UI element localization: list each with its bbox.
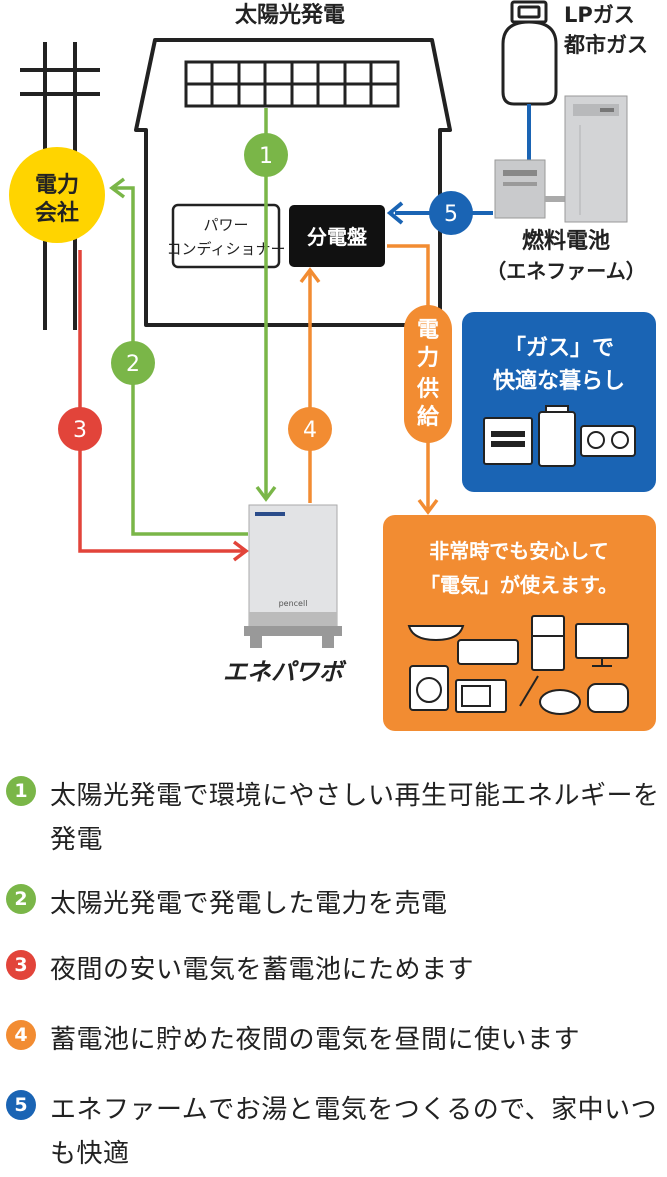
refrigerator-icon <box>531 615 565 671</box>
svg-text:「ガス」で: 「ガス」で <box>504 336 614 361</box>
battery-unit-icon: pencell <box>244 504 342 648</box>
emergency-power-box: 非常時でも安心して 「電気」が使えます。 <box>383 515 656 731</box>
arrow-5-fuelcell-to-board: 5 <box>386 191 493 235</box>
boiler-icon <box>538 405 576 467</box>
washing-machine-icon <box>409 665 449 711</box>
solar-panel <box>184 60 400 108</box>
fuel-cell-label: 燃料電池 <box>522 228 610 254</box>
legend-number-badge: 2 <box>6 884 36 914</box>
power-conditioner-box: パワー コンディショナー <box>167 203 286 269</box>
svg-text:4: 4 <box>303 418 317 443</box>
svg-text:電力: 電力 <box>35 173 79 198</box>
legend-number-badge: 3 <box>6 950 36 980</box>
gas-cylinder-icon <box>501 0 558 106</box>
arrow-4-daytime-use: 4 <box>288 267 332 503</box>
fuel-cell-sublabel: （エネファーム） <box>486 259 645 283</box>
svg-text:3: 3 <box>73 418 87 443</box>
vacuum-cleaner-icon <box>519 675 581 715</box>
svg-text:「電気」が使えます。: 「電気」が使えます。 <box>420 573 618 597</box>
svg-text:2: 2 <box>126 352 140 377</box>
gas-label-city: 都市ガス <box>563 33 648 57</box>
legend-text: 蓄電池に貯めた夜間の電気を昼間に使います <box>50 1025 581 1055</box>
diagram-title: 太陽光発電 <box>235 3 345 28</box>
tv-icon <box>575 623 629 667</box>
svg-text:非常時でも安心して: 非常時でも安心して <box>429 539 608 563</box>
svg-text:コンディショナー: コンディショナー <box>167 240 286 258</box>
svg-text:5: 5 <box>444 202 458 227</box>
arrow-1-solar-to-battery: 1 <box>244 108 288 502</box>
legend-number-badge: 1 <box>6 776 36 806</box>
battery-brand-logo: エネパワボ <box>223 658 347 686</box>
gas-stove-icon <box>580 425 636 457</box>
ceiling-light-icon <box>407 625 465 642</box>
legend-text: 太陽光発電で環境にやさしい再生可能エネルギーを発電 <box>50 781 660 855</box>
rice-cooker-icon <box>587 683 629 713</box>
legend-number-badge: 5 <box>6 1090 36 1120</box>
fuel-cell-unit-icon <box>494 95 628 223</box>
legend-text: 太陽光発電で発電した電力を売電 <box>50 889 448 919</box>
microwave-icon <box>455 679 507 713</box>
air-conditioner-icon <box>457 639 519 665</box>
power-supply-label-1: 電 <box>417 318 439 343</box>
legend-text: エネファームでお湯と電気をつくるので、家中いつも快適 <box>50 1095 658 1169</box>
legend-text: 夜間の安い電気を蓄電池にためます <box>50 955 475 985</box>
arrow-3-night-charge: 3 <box>58 250 249 562</box>
power-supply-label-2: 力 <box>417 346 439 371</box>
distribution-board-box: 分電盤 <box>289 205 385 267</box>
power-supply-label-3: 供 <box>416 376 439 402</box>
battery-small-label: pencell <box>279 599 308 608</box>
legend-number-badge: 4 <box>6 1020 36 1050</box>
power-company-badge: 電力 会社 <box>9 147 105 243</box>
power-supply-label-4: 給 <box>417 404 440 430</box>
svg-text:快適な暮らし: 快適な暮らし <box>493 368 625 394</box>
arrow-2-sell-power: 2 <box>109 177 248 536</box>
gas-label-lp: LPガス <box>564 3 635 27</box>
power-supply-line: 電 力 供 給 <box>387 244 452 515</box>
svg-text:会社: 会社 <box>35 200 79 226</box>
house-outline <box>134 38 452 327</box>
svg-text:パワー: パワー <box>203 216 248 234</box>
svg-text:分電盤: 分電盤 <box>307 225 368 249</box>
water-heater-icon <box>483 417 533 465</box>
svg-text:1: 1 <box>259 144 273 169</box>
gas-comfort-box: 「ガス」で 快適な暮らし <box>462 312 656 492</box>
energy-flow-diagram: 太陽光発電 電力 会社 パワー コンディショナー 分電盤 <box>9 0 656 731</box>
